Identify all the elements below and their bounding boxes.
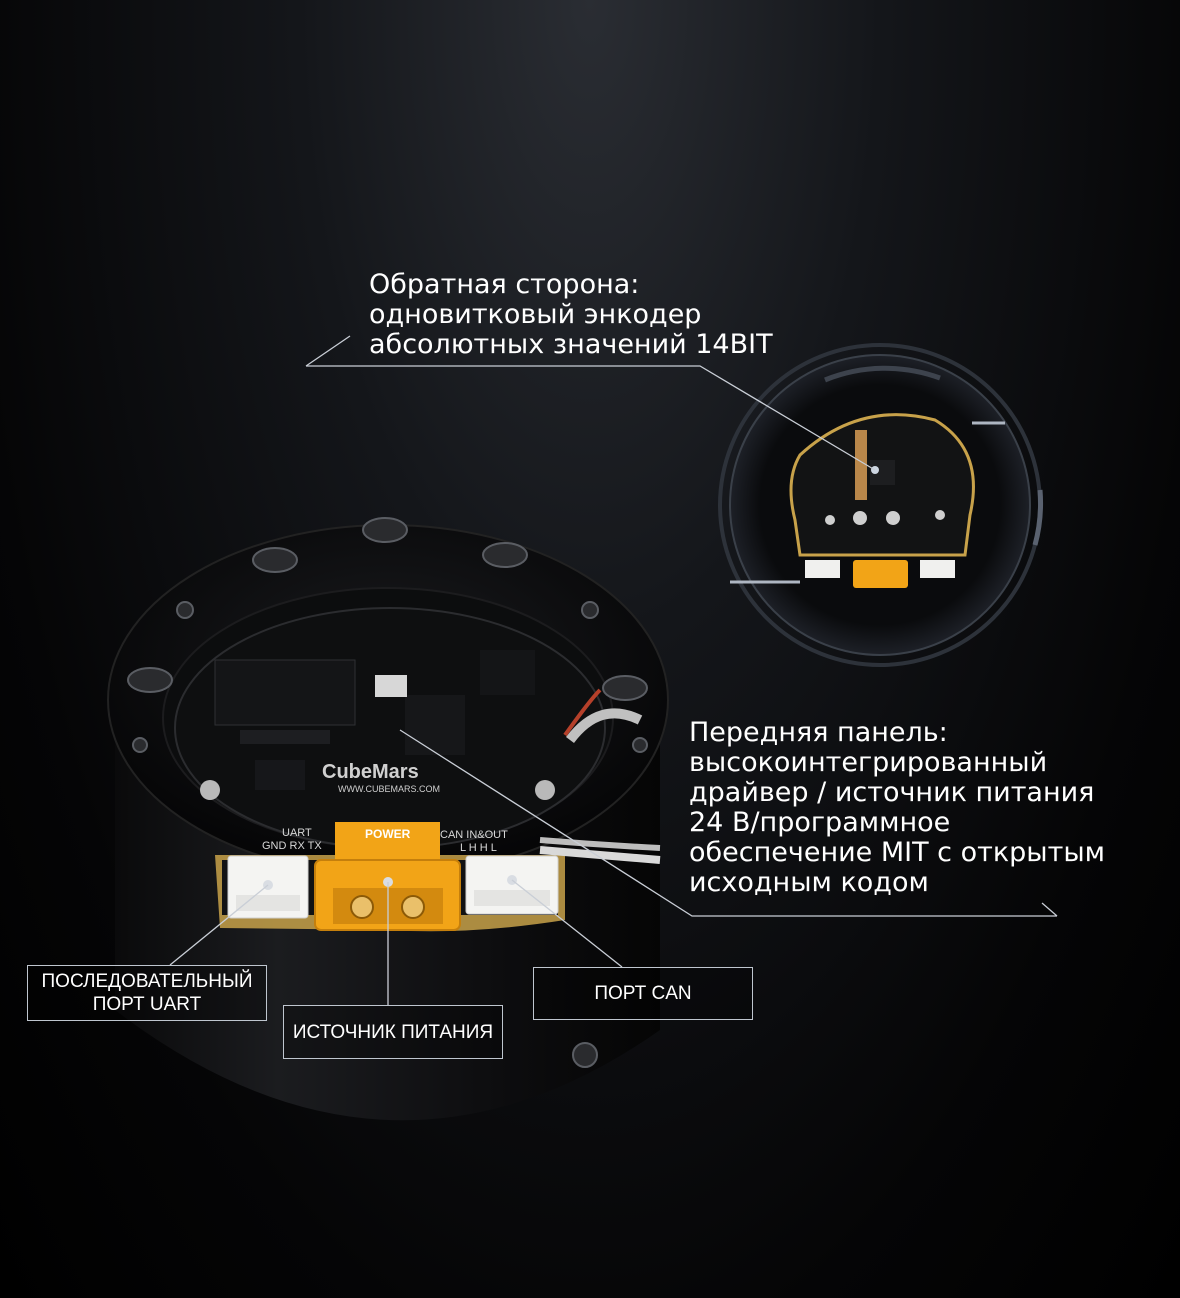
uart-label-line-1: ПОСЛЕДОВАТЕЛЬНЫЙ <box>41 971 253 992</box>
website-text: WWW.CUBEMARS.COM <box>338 784 440 794</box>
back-callout-line-1: Обратная сторона: <box>369 269 640 300</box>
board-labels: CubeMars WWW.CUBEMARS.COM POWER UART GND… <box>262 761 508 854</box>
uart-pins-text: GND RX TX <box>262 840 322 852</box>
front-panel-callout: Передняя панель: высокоинтегрированный д… <box>689 718 1105 898</box>
mounting-holes <box>127 517 648 1068</box>
front-callout-line-4: 24 В/программное <box>689 807 951 838</box>
power-text: POWER <box>365 827 411 841</box>
front-callout-line-3: драйвер / источник питания <box>689 777 1095 808</box>
motor-body <box>107 517 669 1121</box>
back-callout-line-3: абсолютных значений 14BIT <box>369 329 773 360</box>
leader-lines <box>169 335 1058 1005</box>
back-side-inset <box>718 343 1043 667</box>
power-label-text: ИСТОЧНИК ПИТАНИЯ <box>292 1021 494 1043</box>
can-header-text: CAN IN&OUT <box>440 829 508 841</box>
uart-header-text: UART <box>282 827 312 839</box>
power-connector <box>314 822 461 931</box>
power-supply-label: ИСТОЧНИК ПИТАНИЯ <box>283 1005 503 1059</box>
front-callout-line-6: исходным кодом <box>689 867 929 898</box>
front-callout-line-1: Передняя панель: <box>689 717 948 748</box>
front-callout-line-2: высокоинтегрированный <box>689 747 1048 778</box>
back-side-callout: Обратная сторона: одновитковый энкодер а… <box>369 270 773 360</box>
can-port-label: ПОРТ CAN <box>533 967 753 1020</box>
back-callout-line-2: одновитковый энкодер <box>369 299 702 330</box>
front-callout-line-5: обеспечение MIT с открытым <box>689 837 1106 868</box>
brand-text: CubeMars <box>322 761 419 783</box>
uart-label-line-2: ПОРТ UART <box>92 994 202 1015</box>
can-pins-text: L H H L <box>460 842 497 854</box>
uart-connector <box>227 855 309 919</box>
can-connector <box>465 855 559 915</box>
uart-port-label: ПОСЛЕДОВАТЕЛЬНЫЙ ПОРТ UART <box>27 965 267 1021</box>
can-label-text: ПОРТ CAN <box>594 983 692 1004</box>
